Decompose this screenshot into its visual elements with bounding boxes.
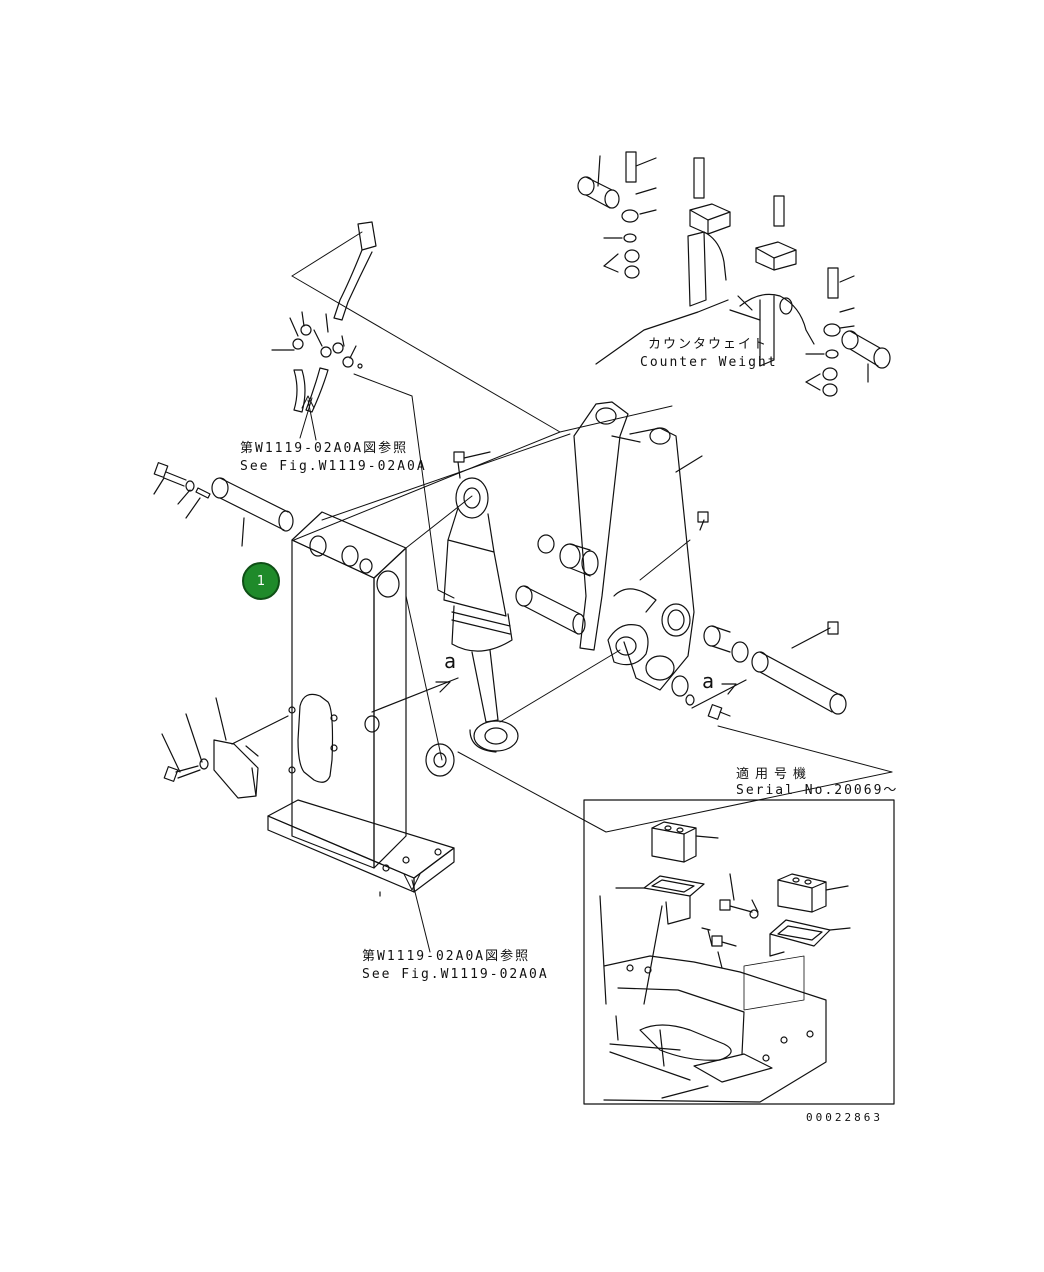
serial-number-label: Serial No.20069～ <box>736 783 899 798</box>
applicable-machines-label: 適用号機 <box>736 767 813 782</box>
counterweight-label-en: Counter Weight <box>640 355 778 370</box>
main-column-post <box>288 511 407 869</box>
reference-label-top-jp: 第W1119-02A0A図参照 <box>240 441 409 456</box>
pin-upper <box>153 462 294 547</box>
reference-label-bottom-jp: 第W1119-02A0A図参照 <box>362 949 531 964</box>
reference-label-top-en: See Fig.W1119-02A0A <box>240 459 427 474</box>
view-arrows <box>371 677 747 713</box>
view-arrow-label-right: a <box>702 669 715 693</box>
hydraulic-cylinder <box>443 451 519 753</box>
reference-label-bottom-en: See Fig.W1119-02A0A <box>362 967 549 982</box>
arm-pins-and-bushings <box>515 511 847 720</box>
hose-and-fittings <box>271 221 377 413</box>
counterweight-label-jp: カウンタウェイト <box>648 337 769 352</box>
view-arrow-label-left: a <box>444 649 457 673</box>
linkage-arm <box>573 401 703 691</box>
cover-plate-left <box>161 697 289 799</box>
column-base-plate <box>267 799 455 897</box>
reference-leader-lines <box>291 231 893 953</box>
inset-detail-parts <box>599 821 851 1103</box>
drawing-number: 00022863 <box>806 1111 883 1124</box>
counterweight-assembly <box>577 151 891 397</box>
part-callout-1[interactable]: 1 <box>242 562 280 600</box>
inset-detail-frame <box>583 799 895 1105</box>
